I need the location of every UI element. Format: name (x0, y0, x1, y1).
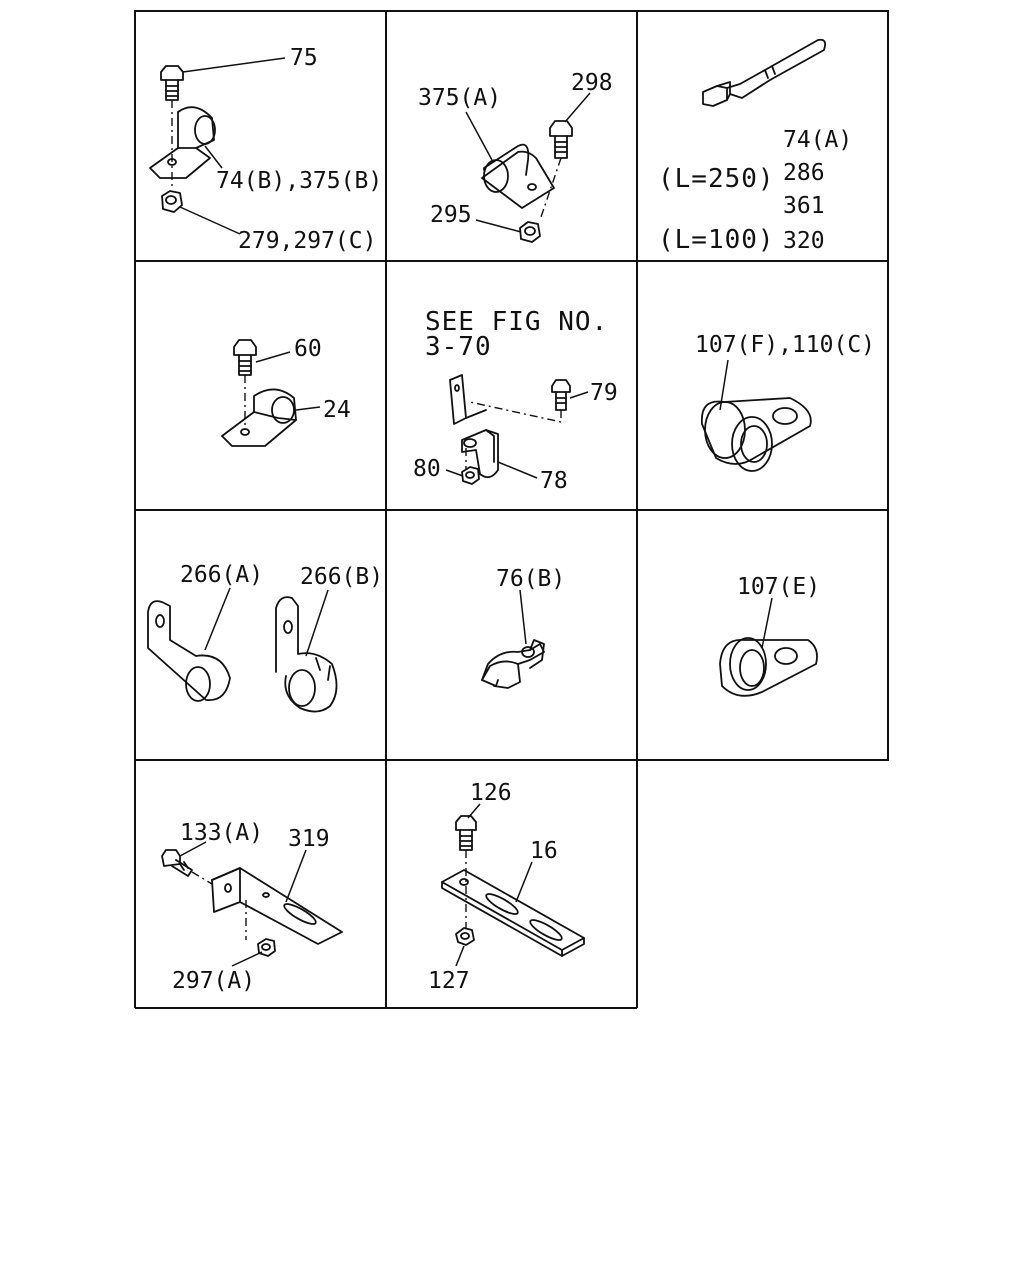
bolt-79 (551, 379, 571, 411)
leader-80 (445, 469, 464, 477)
callout-75: 75 (290, 45, 318, 71)
nut-80 (461, 466, 480, 485)
length-250-label: (L=250) (658, 164, 775, 194)
see-fig-number: 3-70 (425, 332, 492, 362)
leader-107e (761, 597, 773, 649)
cell-10-bracket: 133(A) 319 297(A) (161, 820, 343, 994)
axis-line (469, 401, 562, 423)
leader-375a (465, 111, 493, 161)
bracket-16 (441, 869, 585, 957)
nut-279 (161, 190, 183, 213)
leader-295 (475, 219, 522, 233)
callout-320: 320 (783, 228, 825, 254)
clip-76b (481, 639, 545, 689)
cell-1-clamp: 75 74(B),375(B) 279,297(C) (149, 45, 382, 254)
cell-9-p-clamp: 107(E) (719, 574, 820, 697)
leader-16 (515, 861, 533, 903)
cell-4-clamp: 60 24 (221, 336, 351, 447)
callout-74a: 74(A) (783, 127, 852, 153)
callout-295: 295 (430, 202, 472, 228)
leader-107f (719, 359, 729, 411)
callout-24: 24 (323, 397, 351, 423)
leader-78 (497, 461, 538, 479)
clamp-266a (147, 600, 231, 702)
callout-16: 16 (530, 838, 558, 864)
clamp-266b (275, 596, 338, 713)
callout-279-297c: 279,297(C) (238, 228, 376, 254)
leader-127 (455, 945, 465, 967)
leader-75 (182, 57, 286, 73)
grid-outer-frame (134, 10, 889, 761)
length-100-label: (L=100) (658, 225, 775, 255)
leader-76b (519, 589, 527, 645)
cell-5-bracket: SEE FIG NO. 3-70 79 80 78 (413, 307, 618, 494)
p-clamp-107e (719, 637, 818, 697)
callout-298: 298 (571, 70, 613, 96)
callout-80: 80 (413, 456, 441, 482)
callout-375a: 375(A) (418, 85, 501, 111)
bolt-75 (160, 65, 184, 101)
bolt-60 (233, 339, 257, 376)
diagram-grid (134, 10, 889, 1009)
leader-319 (285, 849, 307, 903)
p-clamp-107f (701, 397, 812, 472)
callout-74b-375b: 74(B),375(B) (216, 168, 382, 194)
bolt-126 (455, 815, 477, 851)
leader-133a (179, 841, 207, 857)
bracket-319 (211, 867, 343, 945)
cell-7-clamps: 266(A) 266(B) (147, 562, 383, 713)
leader-266a (204, 587, 231, 651)
cell-11-bracket: 126 16 127 (428, 780, 585, 994)
callout-266a: 266(A) (180, 562, 263, 588)
clamp-375a (481, 143, 555, 209)
see-fig-note: SEE FIG NO. (425, 307, 608, 337)
leader-74b (204, 145, 223, 169)
leader-60 (255, 351, 291, 363)
cell-3-cable-tie: 74(A) (L=250) 286 361 (L=100) 320 (658, 38, 852, 255)
callout-319: 319 (288, 826, 330, 852)
callout-107e: 107(E) (737, 574, 820, 600)
callout-286: 286 (783, 160, 825, 186)
callout-79: 79 (590, 380, 618, 406)
leader-297a (231, 951, 263, 967)
callout-60: 60 (294, 336, 322, 362)
callout-266b: 266(B) (300, 564, 383, 590)
cell-2-clamp: 375(A) 298 295 (418, 70, 613, 243)
callout-361: 361 (783, 193, 825, 219)
clamp-78 (461, 429, 499, 479)
cell-6-p-clamp: 107(F),110(C) (695, 332, 875, 472)
axis-line (191, 871, 213, 885)
clamp-74b (149, 106, 216, 179)
nut-127 (455, 927, 475, 946)
cell-8-clip: 76(B) (481, 566, 565, 689)
clamp-24 (221, 388, 297, 447)
leader-298 (564, 92, 591, 123)
callout-107f-110c: 107(F),110(C) (695, 332, 875, 358)
bolt-298 (549, 120, 573, 159)
axis-line (539, 157, 562, 221)
bracket-plate (449, 374, 487, 425)
bolt-133a (161, 849, 193, 877)
callout-297a: 297(A) (172, 968, 255, 994)
callout-127: 127 (428, 968, 470, 994)
leader-279 (179, 206, 241, 235)
leader-126 (467, 803, 481, 819)
callout-133a: 133(A) (180, 820, 263, 846)
nut-295 (519, 221, 541, 243)
leader-266b (305, 589, 329, 657)
leader-79 (569, 391, 589, 399)
callout-76b: 76(B) (496, 566, 565, 592)
callout-78: 78 (540, 468, 568, 494)
cable-tie (702, 38, 827, 107)
leader-24 (295, 406, 321, 411)
callout-126: 126 (470, 780, 512, 806)
